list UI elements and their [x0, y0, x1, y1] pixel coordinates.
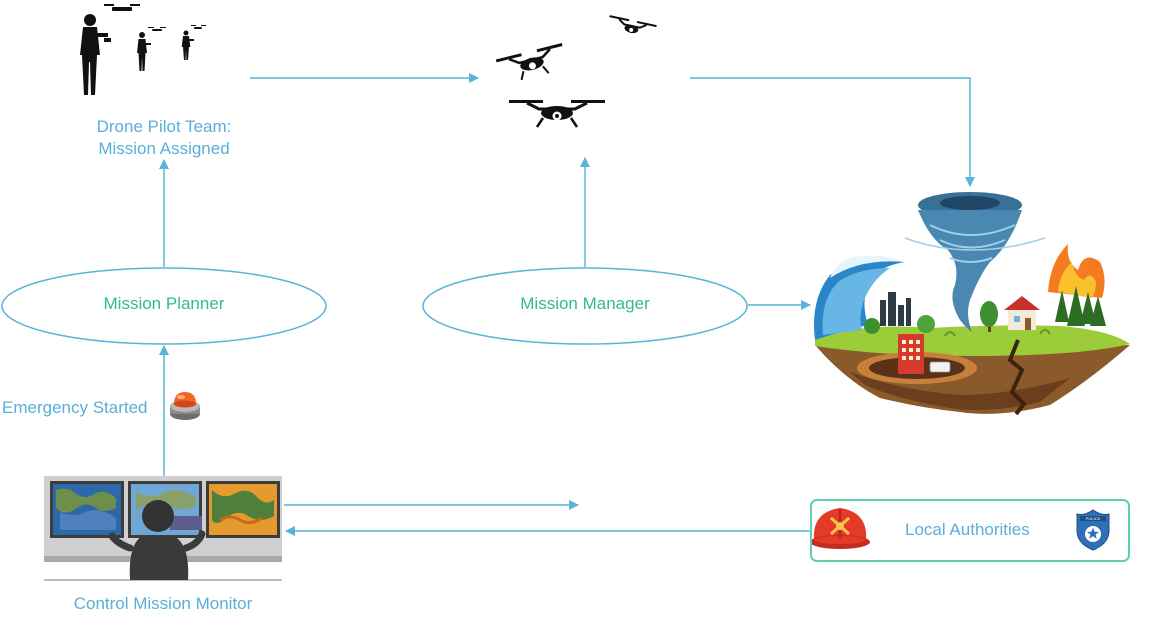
drone-medium: [495, 43, 563, 81]
emergency-started-label: Emergency Started: [2, 398, 148, 417]
pilot-team-label: Drone Pilot Team: Mission Assigned: [64, 116, 264, 160]
arrow-drones-to-disaster: [690, 77, 975, 187]
firefighter-helmet-icon: [810, 508, 870, 549]
control-monitor-label: Control Mission Monitor: [73, 594, 253, 613]
drone-small: [609, 15, 657, 34]
drone-pilots-icon: [80, 4, 206, 95]
pilot-team-label-line2: Mission Assigned: [98, 139, 230, 158]
police-badge-text: POLICE: [1086, 516, 1101, 521]
drone-large: [509, 100, 605, 128]
pilot-team-label-line1: Drone Pilot Team:: [96, 117, 232, 136]
disaster-island-icon: [814, 192, 1130, 416]
local-authorities-label: Local Authorities: [905, 520, 1030, 539]
alarm-button-icon: [170, 392, 200, 420]
connectors: [159, 73, 975, 536]
local-authorities-box[interactable]: [810, 499, 1130, 562]
mission-manager-label: Mission Manager: [520, 294, 650, 313]
mission-planner-label: Mission Planner: [103, 294, 225, 313]
police-badge-icon: POLICE: [1076, 509, 1110, 551]
control-room-icon: [44, 476, 282, 581]
drone-swarm-icon: [495, 15, 657, 128]
mission-manager-ellipse[interactable]: [422, 267, 748, 345]
mission-planner-ellipse[interactable]: [1, 267, 327, 345]
